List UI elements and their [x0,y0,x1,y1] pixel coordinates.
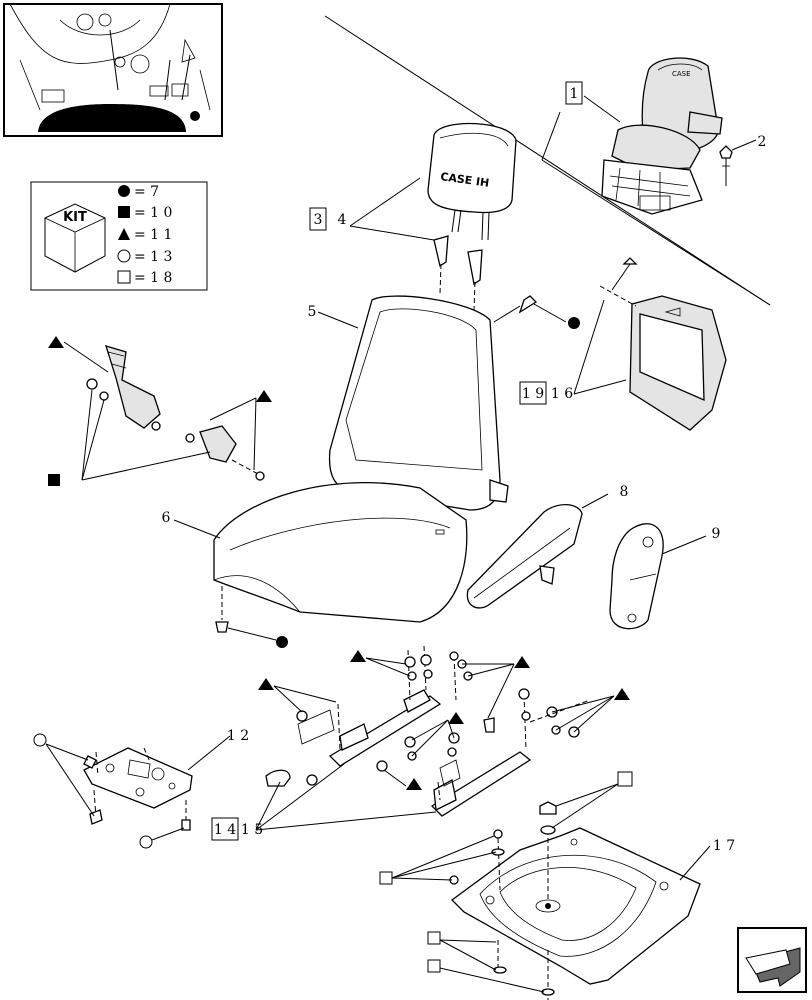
back-cover [629,295,727,431]
legend-circle-filled [118,185,130,197]
callout-19: 1 9 [522,386,544,402]
callout-8: 8 [620,484,629,500]
legend-text-3: = 1 1 [134,227,172,243]
bolt-backrest [493,295,580,329]
rail-callout-triangles [258,650,630,790]
seat-assembly-complete: CASE [601,57,723,215]
backrest [328,295,509,511]
callout-9: 9 [712,526,721,542]
seat-belt-left [86,345,161,431]
legend-square-open [117,270,131,284]
callout-17: 1 7 [713,838,735,854]
callout-12: 1 2 [227,728,249,744]
bolt-back-cover [599,257,638,307]
swivel-plate-17 [451,827,701,1000]
callout-4: 4 [338,212,347,228]
cab-thumbnail [3,3,223,137]
callout-16: 1 6 [551,386,573,402]
seat-belt-buckle [185,425,265,481]
legend-triangle-filled [118,228,130,240]
callout-14: 1 4 [214,822,236,838]
headrest: CASE IH [427,122,517,311]
base-plate-callouts [33,733,185,849]
bolt-2 [719,145,733,186]
svg-text:CASE: CASE [672,70,691,78]
legend-text-5: = 1 8 [134,270,172,286]
legend-circle-open [117,249,131,263]
legend-text-2: = 1 0 [134,205,172,221]
side-cover [609,523,664,630]
callout-2: 2 [758,134,767,150]
seat-cushion [213,482,468,623]
legend-text-1: = 7 [134,184,159,200]
base-plate-12 [83,747,193,831]
callout-3: 3 [314,212,323,228]
kit-title: KIT [63,210,87,225]
callout-15: 1 5 [241,822,263,838]
leader-lines [173,95,757,881]
handle-part-14 [265,769,291,787]
armrest [466,504,583,609]
kit-legend: KIT = 7 = 1 0 = 1 1 = 1 3 = 1 8 [30,181,208,291]
seat-slide-rail-left [296,645,442,786]
legend-text-4: = 1 3 [134,249,172,265]
callout-1: 1 [570,86,579,102]
callout-labels: 1 2 3 4 5 6 8 9 1 2 1 4 1 5 1 9 1 6 1 7 [162,81,767,854]
navigation-arrow-icon[interactable] [737,927,807,993]
legend-square-filled [118,206,130,218]
belt-callout-lines [48,336,272,486]
callout-5: 5 [308,304,317,320]
callout-6: 6 [162,510,171,526]
divider-line [324,15,771,306]
swivel-hardware [379,771,633,996]
seat-slide-rail-right [376,651,591,817]
bolt-cushion [215,586,288,648]
